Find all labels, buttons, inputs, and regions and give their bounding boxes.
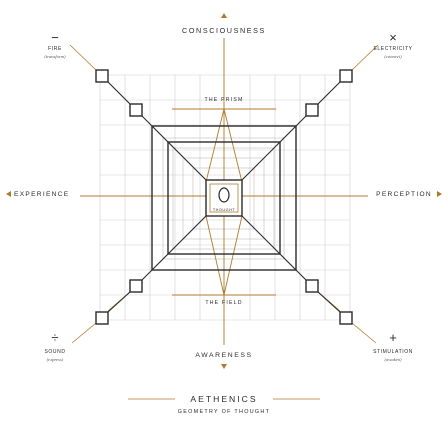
- corner-verb-transform: (transform): [44, 54, 66, 59]
- field-label: THE FIELD: [205, 300, 242, 306]
- corner-name-fire: FIRE: [48, 46, 62, 52]
- multiply-icon: ×: [389, 30, 397, 45]
- diagonal-lines: [151, 125, 297, 271]
- corner-nodes: [95, 69, 353, 325]
- plus-icon: +: [389, 330, 397, 345]
- divide-icon: ÷: [51, 330, 58, 345]
- center-box-inner: [209, 183, 239, 213]
- axis-label-awareness: AWARENESS: [195, 352, 252, 359]
- corner-verb-awaken: (awaken): [384, 357, 402, 362]
- bottom-arrow-icon: [221, 364, 227, 369]
- node-inner-bottom-left: [129, 279, 143, 293]
- prism-frames: [151, 125, 297, 271]
- node-outer-top-left: [95, 69, 109, 83]
- corner-verb-express: (express): [47, 357, 64, 362]
- node-inner-bottom-right: [305, 279, 319, 293]
- node-outer-bottom-left: [95, 311, 109, 325]
- axis-label-experience: EXPERIENCE: [14, 191, 70, 198]
- axis-lines: [80, 38, 368, 345]
- center-box: [205, 179, 243, 217]
- center-word: THOUGHT: [213, 208, 235, 212]
- diagram-subtitle: GEOMETRY OF THOUGHT: [178, 409, 270, 415]
- axis-label-consciousness: CONSCIOUSNESS: [182, 26, 266, 35]
- node-outer-bottom-right: [339, 311, 353, 325]
- node-outer-top-right: [339, 69, 353, 83]
- left-arrow-icon: [6, 191, 11, 197]
- diagonal-links: [107, 81, 341, 313]
- node-inner-top-left: [129, 103, 143, 117]
- top-arrow-icon: [221, 13, 227, 18]
- minus-icon: −: [51, 30, 59, 45]
- diagram-title: AETHENICS: [190, 394, 257, 404]
- nested-squares: [162, 137, 285, 260]
- corner-name-electricity: ELECTRICITY: [373, 46, 412, 52]
- corner-name-sound: SOUND: [44, 349, 65, 355]
- corner-name-stimulation: STIMULATION: [373, 349, 413, 355]
- corner-verb-connect: (connect): [384, 54, 402, 59]
- right-arrow-icon: [437, 191, 442, 197]
- node-inner-top-right: [305, 103, 319, 117]
- prism-label: THE PRISM: [204, 97, 243, 103]
- center-zero-ring: [218, 187, 230, 203]
- axis-label-perception: PERCEPTION: [376, 191, 432, 198]
